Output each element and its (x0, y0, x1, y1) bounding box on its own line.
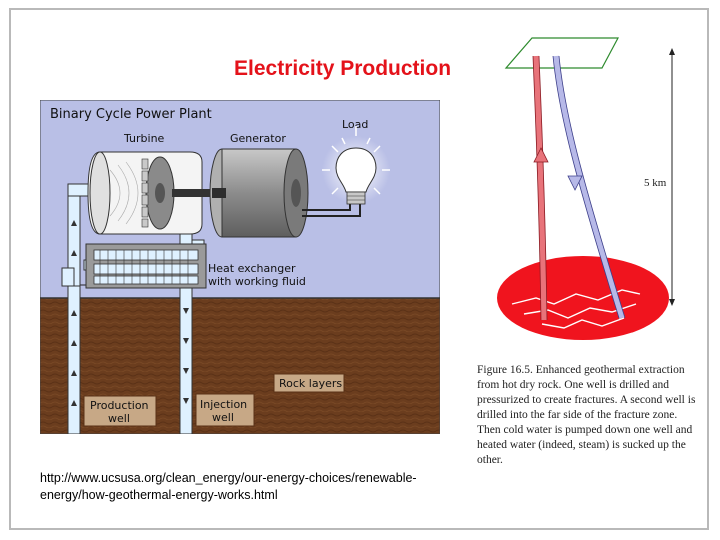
binary-cycle-diagram: Binary Cycle Power Plant Turbine Generat… (40, 100, 440, 434)
injection-well-label-1: Injection (200, 398, 247, 411)
injection-well-label-2: well (212, 411, 234, 424)
hot-well-arrow (533, 147, 549, 163)
turbine-shaft (172, 189, 228, 197)
source-url: http://www.ucsusa.org/clean_energy/our-e… (40, 471, 417, 502)
depth-label: 5 km (644, 177, 667, 189)
figure-caption-number: Figure 16.5. (477, 364, 533, 376)
light-bulb-icon (322, 126, 390, 205)
geothermal-figure: 5 km (472, 28, 704, 358)
cold-well (553, 55, 625, 319)
turbine-label: Turbine (123, 132, 165, 145)
hot-zone (497, 256, 669, 340)
figure-caption-text: Enhanced geothermal extraction from hot … (477, 364, 696, 466)
production-well-label-2: well (108, 412, 130, 425)
diagram-heading: Binary Cycle Power Plant (50, 107, 212, 122)
rock-layers-label: Rock layers (279, 377, 342, 390)
turbine-blades (141, 156, 175, 230)
heat-exchanger-label-1: Heat exchanger (208, 262, 296, 275)
cold-well-arrow (567, 175, 583, 191)
heat-exchanger-label-2: with working fluid (208, 275, 306, 288)
figure-caption: Figure 16.5. Enhanced geothermal extract… (477, 363, 699, 468)
slide-title: Electricity Production (234, 57, 452, 80)
generator-label: Generator (230, 132, 286, 145)
generator (209, 148, 309, 238)
load-label: Load (342, 118, 368, 131)
production-well-label-1: Production (90, 399, 149, 412)
surface-plane (504, 37, 619, 69)
